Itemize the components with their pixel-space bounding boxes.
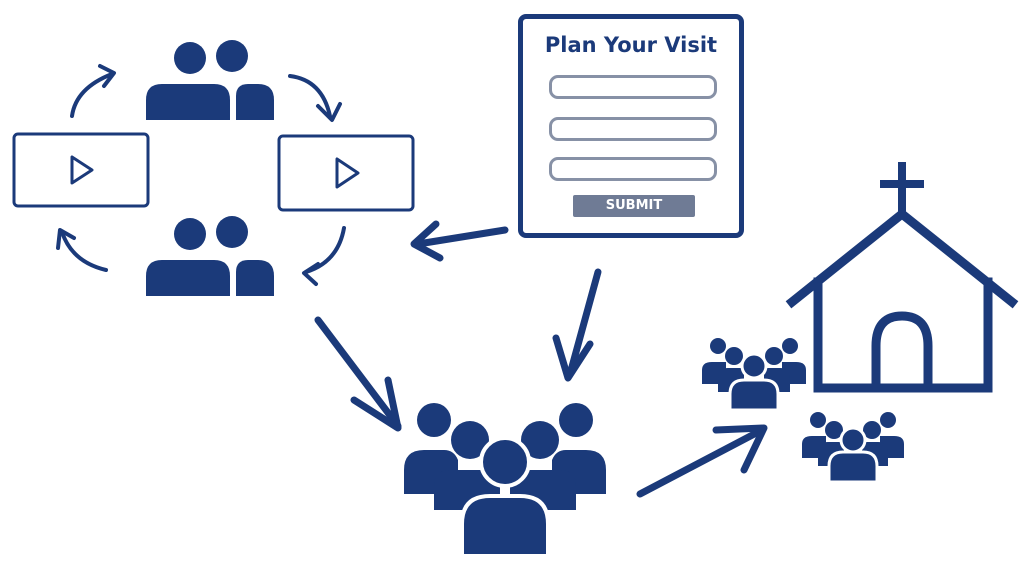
flow-arrows bbox=[314, 220, 768, 498]
small-group-icon-top bbox=[702, 338, 806, 412]
play-icon bbox=[335, 157, 360, 189]
cycle-arrow-top-right bbox=[288, 74, 332, 118]
video-screen-right bbox=[277, 134, 415, 212]
cycle-arrow-top-left bbox=[70, 72, 114, 118]
people-pair-icon-top bbox=[146, 40, 274, 120]
submit-button[interactable]: SUBMIT bbox=[573, 195, 695, 217]
crowd-icon bbox=[404, 403, 606, 558]
church-cross bbox=[880, 162, 924, 218]
play-icon bbox=[70, 155, 94, 185]
church-roof bbox=[785, 208, 1019, 309]
video-screen-left bbox=[12, 132, 150, 208]
form-field-3[interactable] bbox=[549, 157, 717, 181]
flow-arrow-form-to-video bbox=[414, 226, 509, 248]
small-group-icon-bottom bbox=[802, 412, 904, 484]
church-door bbox=[871, 311, 933, 393]
cycle-arrows bbox=[56, 64, 346, 286]
cycle-arrow-bottom-left bbox=[60, 230, 108, 272]
flow-arrow-form-to-crowd bbox=[566, 268, 602, 378]
flow-arrow-cycle-to-crowd bbox=[314, 316, 402, 430]
form-field-1[interactable] bbox=[549, 75, 717, 99]
form-field-2[interactable] bbox=[549, 117, 717, 141]
people-pair-icon-bottom bbox=[146, 216, 274, 296]
flow-arrow-crowd-to-church bbox=[636, 426, 766, 498]
plan-visit-form: Plan Your Visit SUBMIT bbox=[518, 14, 744, 238]
church-icon bbox=[785, 162, 1019, 393]
church-walls bbox=[813, 277, 993, 393]
cycle-arrow-bottom-right bbox=[304, 226, 346, 274]
form-title: Plan Your Visit bbox=[544, 33, 718, 57]
